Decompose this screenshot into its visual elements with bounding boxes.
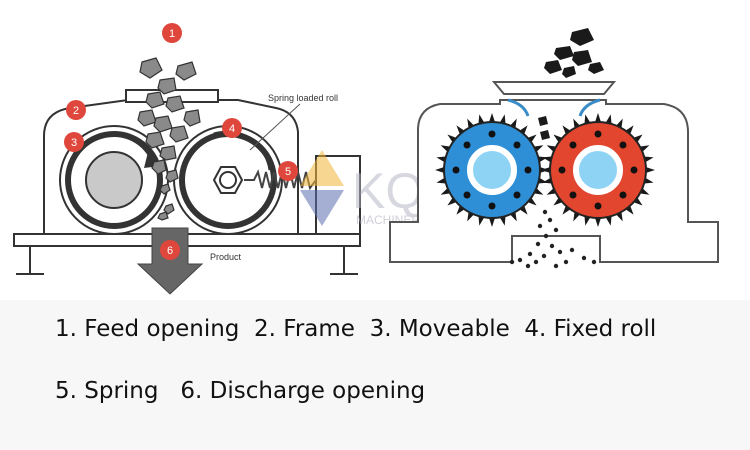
particle bbox=[509, 259, 515, 265]
gear-tooth bbox=[488, 216, 496, 227]
legend-line-2: 5. Spring 6. Discharge opening bbox=[55, 378, 426, 404]
particle bbox=[549, 243, 555, 249]
rock-chunk-icon bbox=[137, 57, 201, 221]
callout-1: 1 bbox=[162, 23, 182, 43]
svg-text:4: 4 bbox=[229, 123, 235, 135]
gear-tooth bbox=[541, 166, 552, 174]
particle bbox=[525, 263, 531, 269]
legend-line-1: 1. Feed opening 2. Frame 3. Moveable 4. … bbox=[55, 316, 657, 342]
particle bbox=[547, 217, 553, 223]
particle bbox=[569, 247, 575, 253]
left-foot bbox=[16, 245, 44, 275]
gear-tooth bbox=[594, 216, 602, 227]
particle bbox=[542, 209, 548, 215]
particle bbox=[527, 251, 533, 257]
roll-crusher-diagram: 1 2 3 4 5 6 Spring loaded roll Product bbox=[13, 23, 719, 295]
callout-2: 2 bbox=[66, 100, 86, 120]
legend-panel: 1. Feed opening 2. Frame 3. Moveable 4. … bbox=[0, 300, 750, 450]
spring-loaded-label: Spring loaded roll bbox=[268, 93, 338, 103]
svg-text:2: 2 bbox=[73, 105, 79, 117]
particle bbox=[557, 249, 563, 255]
crushed-particles bbox=[509, 209, 597, 269]
svg-text:5: 5 bbox=[285, 166, 291, 178]
particle bbox=[533, 259, 539, 265]
spring-leader-line bbox=[249, 103, 301, 151]
right-hopper bbox=[491, 81, 617, 95]
coal-chunks bbox=[538, 28, 604, 140]
left-crusher-schematic: 1 2 3 4 5 6 Spring loaded roll Product bbox=[13, 23, 361, 295]
particle bbox=[535, 241, 541, 247]
callout-3: 3 bbox=[64, 132, 84, 152]
particle bbox=[553, 263, 559, 269]
particle bbox=[517, 257, 523, 263]
svg-text:1: 1 bbox=[169, 28, 175, 40]
particle bbox=[541, 253, 547, 259]
moveable-roll bbox=[59, 125, 169, 235]
particle bbox=[537, 223, 543, 229]
product-label: Product bbox=[210, 252, 242, 262]
particle bbox=[543, 233, 549, 239]
logo-lower-triangle bbox=[300, 190, 344, 226]
fixed-roll bbox=[173, 125, 283, 235]
gear-tooth bbox=[435, 166, 446, 174]
down-arrow-icon bbox=[136, 227, 204, 295]
flow-arrow-icon bbox=[507, 98, 530, 117]
gear-tooth bbox=[644, 166, 655, 174]
particle bbox=[591, 259, 597, 265]
callout-4: 4 bbox=[222, 118, 242, 138]
svg-text:3: 3 bbox=[71, 137, 77, 149]
gear-tooth bbox=[488, 113, 496, 124]
svg-text:6: 6 bbox=[167, 245, 173, 257]
red-roll bbox=[549, 121, 647, 219]
callout-5: 5 bbox=[278, 161, 298, 181]
kq-watermark: KQ MACHINERY bbox=[300, 150, 428, 227]
blue-roll bbox=[443, 121, 541, 219]
watermark-logo-text: KQ bbox=[352, 163, 424, 219]
rotation-arrow-icon bbox=[213, 130, 272, 171]
callout-6: 6 bbox=[160, 240, 180, 260]
logo-upper-triangle bbox=[300, 150, 344, 186]
particle bbox=[581, 255, 587, 261]
right-foot bbox=[330, 245, 358, 275]
particle bbox=[553, 227, 559, 233]
right-crusher-illustration bbox=[389, 28, 719, 269]
particle bbox=[563, 259, 569, 265]
flow-arrow-icon bbox=[578, 98, 601, 117]
gear-tooth bbox=[594, 113, 602, 124]
